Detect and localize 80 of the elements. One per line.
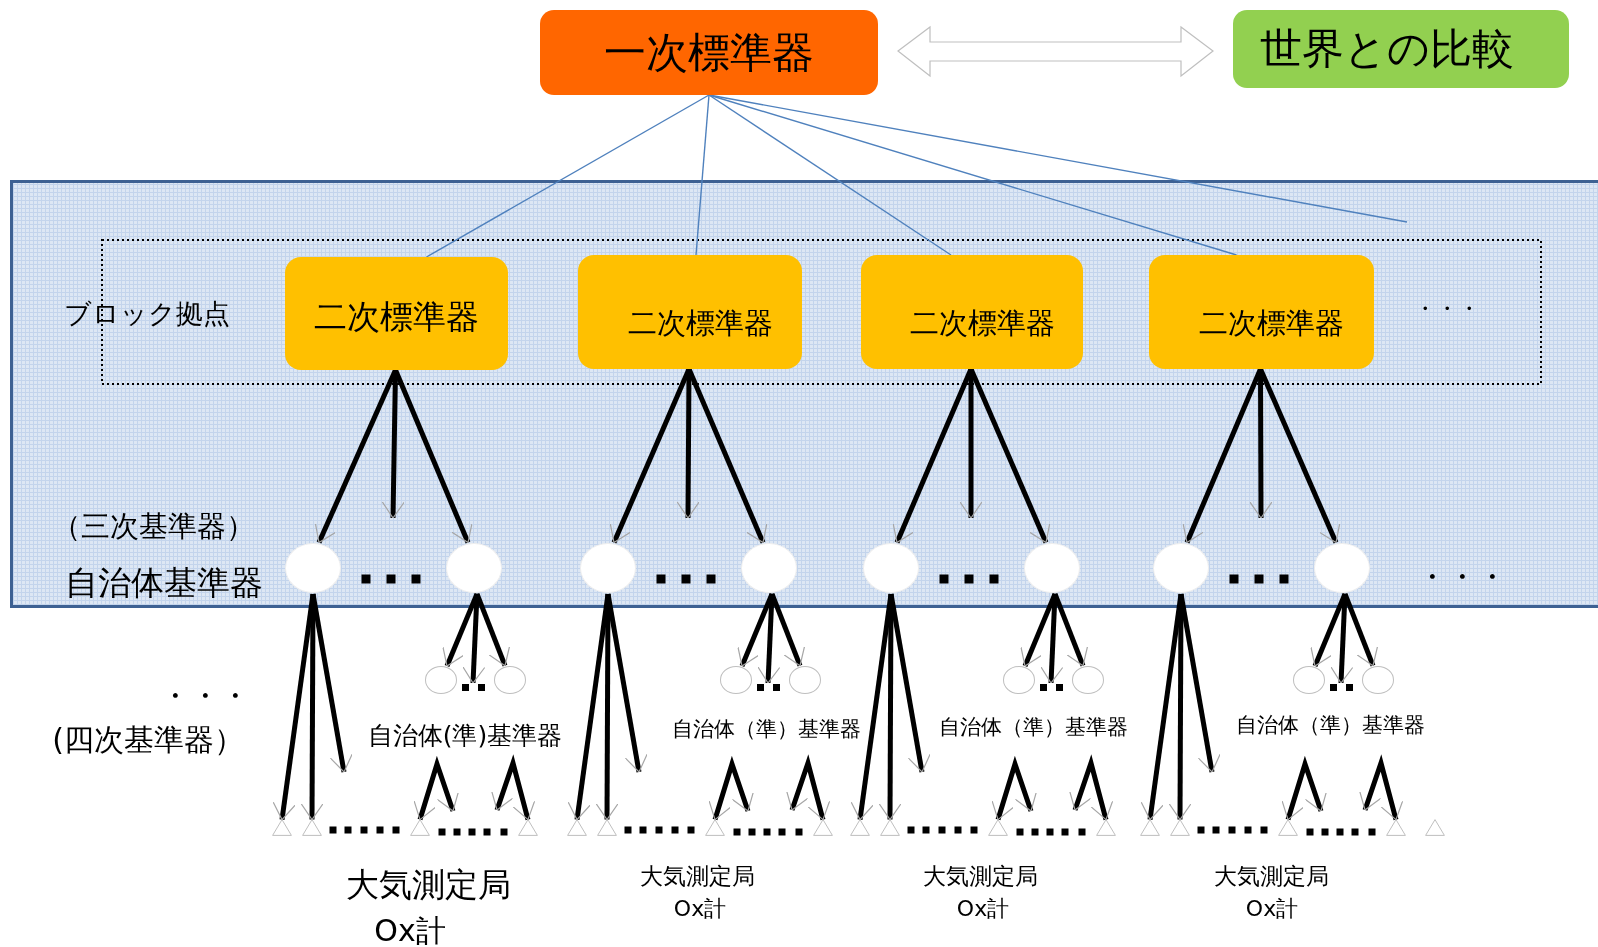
standard-box: 二次標準器 [285,257,508,370]
connector-line [708,94,952,256]
instrument-label: Ox計 [1245,898,1299,920]
triangle-node [1425,819,1445,836]
standard-box: 二次標準器 [861,255,1083,369]
circle-node [720,666,752,694]
tree-arrow [1069,754,1114,821]
row-label: (四次基準器） [52,725,244,755]
tree-arrow [595,594,619,821]
double-arrow [897,25,1214,78]
station-label: 大気測定局 [639,864,755,888]
tree-arrow [757,593,781,684]
triangle-node [1278,819,1298,836]
station-label: 大気測定局 [922,864,1038,888]
group-label: 自治体（準）基準器 [938,716,1128,738]
triangle-node [1140,819,1160,836]
instrument-label: Ox計 [956,898,1010,920]
station-label: 大気測定局 [345,867,511,901]
row-label: ブロック拠点 [64,299,230,327]
triangle-node [705,819,725,836]
circle-node [494,666,526,694]
row-label: 自治体基準器 [65,565,263,599]
tree-arrow [300,594,324,821]
connector-line [425,94,710,258]
instrument-label: Ox計 [374,916,446,946]
triangle-node [988,819,1008,836]
triangle-node [850,819,870,836]
triangle-node [518,819,538,836]
triangle-node [880,819,900,836]
circle-node [1003,666,1035,694]
tree-arrow [888,593,931,773]
triangle-node [302,819,322,836]
ellipsis-text: ・・・ [160,681,250,711]
tree-arrow [676,369,700,519]
tree-arrow [310,593,353,773]
tree-arrow [878,594,902,821]
row-label: （三次基準器） [51,511,255,541]
instrument-label: Ox計 [673,898,727,920]
tree-arrow [786,754,831,821]
tree-arrow [605,593,648,773]
circle-node [1293,666,1325,694]
triangle-node [410,819,430,836]
tree-arrow [708,755,754,821]
circle-node [425,666,457,694]
tree-arrow [1359,754,1404,821]
ellipsis-mark [756,684,780,691]
triangle-node [597,819,617,836]
group-label: 自治体(準)基準器 [367,722,563,748]
tree-arrow [491,754,536,821]
triangle-node [567,819,587,836]
tree-arrow [462,593,486,684]
circle-node [1072,666,1104,694]
station-label: 大気測定局 [1213,864,1329,888]
tree-arrow [991,755,1037,821]
tree-arrow [413,755,459,821]
circle-node [1362,666,1394,694]
standard-box: 二次標準器 [578,255,802,369]
tree-arrow [1178,593,1221,773]
circle-node [789,666,821,694]
tree-arrow [1330,593,1354,684]
triangle-node [1170,819,1190,836]
tree-arrow [1281,755,1327,821]
ellipsis-mark [1329,684,1353,691]
triangle-node [1386,819,1406,836]
triangle-node [272,819,292,836]
group-label: 自治体（準）基準器 [671,718,861,740]
tree-arrow [1168,594,1192,821]
ellipsis-text: ・・・ [1414,298,1480,320]
comparison-box: 世界との比較 [1233,10,1569,88]
triangle-node [1096,819,1116,836]
ellipsis-mark [1039,684,1063,691]
standard-box: 二次標準器 [1149,255,1374,369]
group-label: 自治体（準）基準器 [1235,714,1425,736]
tree-arrow [1040,593,1064,684]
ellipsis-mark [461,684,485,691]
connector-line [695,94,710,256]
standard-box: 一次標準器 [540,10,878,95]
ellipsis-text: ・・・ [1417,562,1507,592]
tree-arrow [959,369,983,519]
triangle-node [813,819,833,836]
